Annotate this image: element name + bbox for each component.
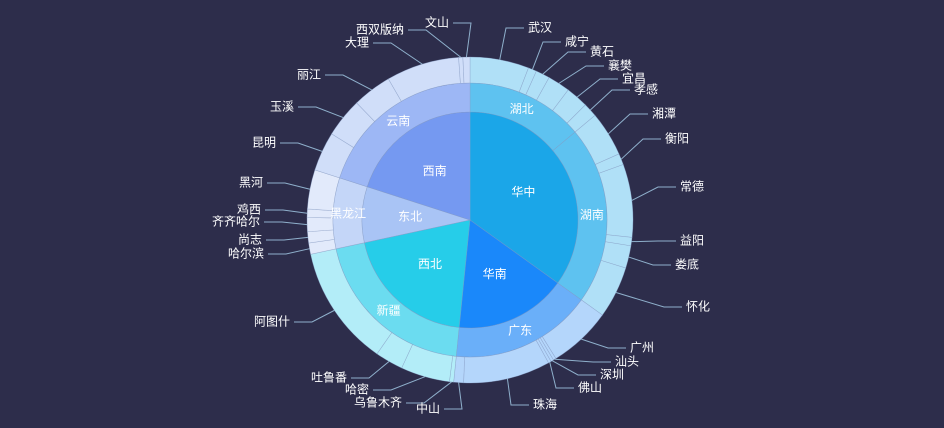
leader-line [373,376,426,391]
region-sector[interactable]: 华中 [469,111,579,284]
leader-line [444,382,463,410]
province-label: 广东 [508,324,532,338]
region-label: 华南 [483,266,507,281]
leader-line [266,236,308,241]
leader-line [631,186,676,201]
leader-line [408,29,462,58]
city-label: 咸宁 [565,34,589,49]
leader-line [531,41,561,70]
city-label: 哈尔滨 [228,246,264,261]
leader-line [608,113,648,135]
leader-line [267,182,311,190]
city-label: 尚志 [238,233,262,247]
city-label: 齐齐哈尔 [212,214,260,229]
city-label: 阿图什 [254,315,290,329]
leader-line [373,42,423,65]
leader-line [499,27,524,60]
city-label: 鸡西 [237,202,261,217]
leader-line [325,74,373,91]
city-label: 汕头 [615,355,639,369]
region-sector[interactable]: 西北 [364,219,471,328]
leader-line [549,362,574,389]
region-label: 西北 [418,257,442,271]
leader-line [628,256,671,266]
leader-line [351,361,390,379]
leader-line [294,309,335,323]
city-label: 衡阳 [665,132,689,146]
leader-line [265,209,308,214]
region-label: 华中 [511,184,535,199]
sectors: 武汉咸宁黄石襄樊宜昌孝感湖北湘潭衡阳常德益阳娄底怀化湖南华中广州汕头深圳佛山珠海… [306,56,634,384]
city-label: 哈密 [345,382,369,397]
leader-line [551,360,596,376]
province-label: 湖北 [510,101,534,116]
city-label: 宜昌 [622,71,646,86]
leader-line [264,221,308,226]
leader-line [298,106,344,119]
province-label: 新疆 [377,302,401,317]
city-label: 佛山 [578,381,602,395]
leader-line [631,240,676,243]
city-label: 武汉 [528,21,552,35]
leader-line [576,78,618,98]
leader-line [554,358,611,363]
province-label: 湖南 [580,207,604,222]
leader-line [542,51,586,75]
leader-line [558,65,604,84]
city-label: 广州 [630,341,654,355]
city-sector[interactable]: 文山 [462,56,471,84]
city-label: 文山 [425,15,449,30]
region-sector[interactable]: 西南 [366,111,471,221]
city-label: 常德 [680,179,704,194]
city-label: 黑河 [239,176,263,190]
city-label: 深圳 [600,368,624,382]
city-label: 大理 [345,36,369,50]
city-label: 珠海 [533,397,557,412]
leader-line [620,138,661,160]
province-label: 云南 [386,113,410,128]
leader-line [268,248,310,255]
city-label: 玉溪 [270,100,294,114]
city-label: 丽江 [297,68,321,82]
region-label: 东北 [398,209,422,223]
leader-line [589,89,630,111]
city-label: 孝感 [634,82,658,97]
leader-line [581,338,626,349]
city-label: 黄石 [590,45,614,59]
province-label: 黑龙江 [330,206,366,220]
leader-line [406,381,452,404]
city-label: 湘潭 [652,106,676,121]
city-label: 益阳 [680,234,704,248]
leader-line [280,142,323,152]
city-label: 怀化 [686,300,710,314]
city-label: 襄樊 [608,58,632,73]
city-label: 西双版纳 [356,23,404,37]
city-label: 吐鲁番 [311,371,347,385]
leader-lines [264,22,682,410]
leader-line [453,22,472,58]
city-label: 昆明 [252,136,276,150]
region-label: 西南 [423,163,447,178]
city-label: 乌鲁木齐 [354,395,402,410]
city-label: 中山 [416,401,440,416]
leader-line [615,292,682,308]
leader-line [506,378,529,406]
city-label: 娄底 [675,257,699,272]
